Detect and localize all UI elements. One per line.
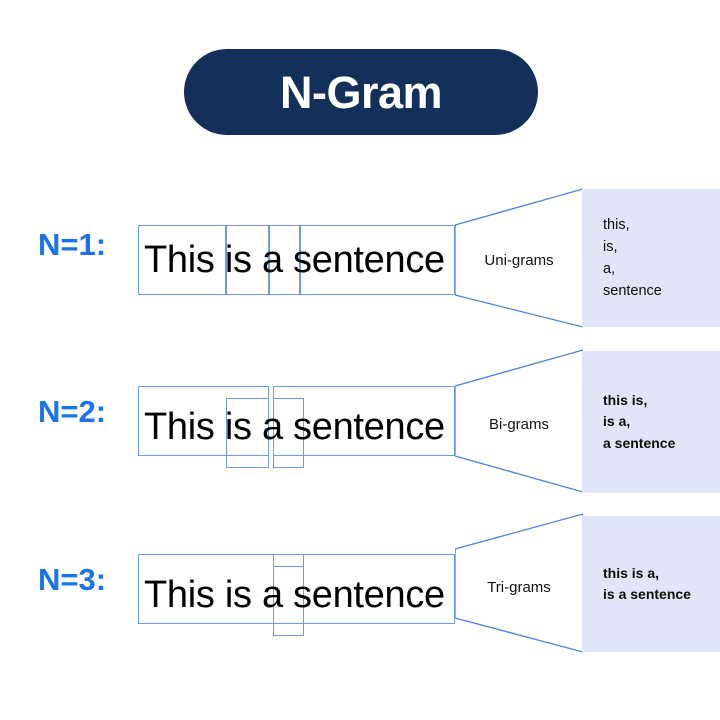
ngram-row-unigram: N=1: This is a sentence Uni-grams this, … — [0, 185, 720, 330]
output-line: is a, — [603, 413, 631, 430]
ngram-row-trigram: N=3: This is a sentence Tri-grams this i… — [0, 508, 720, 656]
funnel-label-unigrams: Uni-grams — [484, 252, 554, 269]
sentence-text-3: This is a sentence — [144, 573, 445, 616]
page-title: N-Gram — [279, 66, 443, 118]
output-panel-trigrams: this is a, is a sentence — [582, 516, 720, 652]
funnel-connector-3 — [455, 508, 583, 656]
title-pill: N-Gram — [184, 49, 538, 135]
token-box-is — [226, 225, 269, 295]
token-box-a-sentence-outer — [273, 386, 455, 456]
funnel-connector-2 — [455, 345, 583, 495]
output-line: sentence — [603, 283, 662, 300]
token-box-sentence — [300, 225, 455, 295]
token-box-this — [138, 225, 226, 295]
output-line: this is a, — [603, 564, 660, 581]
token-box-a — [269, 225, 300, 295]
sentence-text-2: This is a sentence — [144, 405, 445, 448]
sentence-wrap-3: This is a sentence — [138, 554, 455, 636]
output-panel-unigrams: this, is, a, sentence — [582, 189, 720, 327]
n-label-3: N=3: — [38, 562, 107, 597]
n-label-2: N=2: — [38, 394, 107, 429]
sentence-wrap-2: This is a sentence — [138, 386, 455, 468]
output-line: is, — [603, 238, 618, 255]
ngram-row-bigram: N=2: This is a sentence Bi-grams this is… — [0, 345, 720, 495]
funnel-label-trigrams: Tri-grams — [487, 579, 551, 596]
sentence-text-1: This is a sentence — [144, 238, 445, 281]
output-line: is a sentence — [603, 586, 691, 602]
sentence-wrap-1: This is a sentence — [138, 225, 455, 295]
funnel-label-bigrams: Bi-grams — [488, 416, 549, 433]
output-line: a, — [603, 261, 616, 277]
funnel-connector-1 — [455, 185, 583, 330]
output-line: this is, — [603, 392, 648, 409]
output-line: this, — [603, 216, 630, 233]
n-label-1: N=1: — [38, 227, 107, 262]
output-line: a sentence — [603, 434, 676, 451]
token-box-is-a-sentence-outer — [273, 554, 455, 624]
token-box-is-a — [226, 398, 269, 468]
output-panel-bigrams: this is, is a, a sentence — [582, 351, 720, 493]
